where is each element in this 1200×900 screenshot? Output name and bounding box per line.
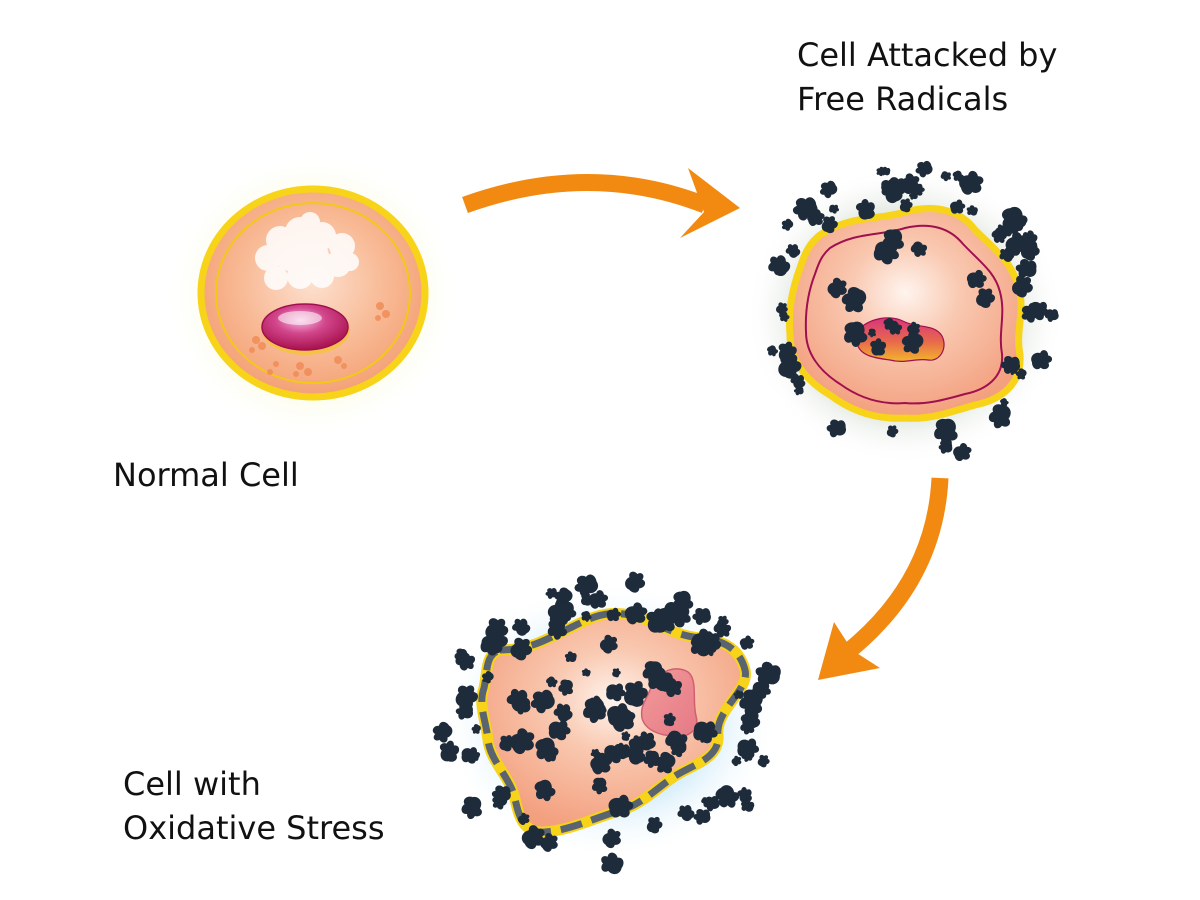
normal-cell: [165, 150, 461, 440]
organelle-cluster: [255, 212, 359, 290]
label-stress-line1: Cell with: [123, 765, 261, 803]
attacked-cell-membrane: [786, 205, 1025, 422]
label-stress-line2: Oxidative Stress: [123, 809, 385, 847]
label-stressed-cell: Cell with Oxidative Stress: [123, 762, 385, 850]
arrow-down-icon: [818, 477, 949, 680]
arrow-right-icon: [462, 168, 740, 238]
free-radical-icon: [460, 796, 484, 820]
normal-cell-membrane: [197, 185, 429, 401]
mitochondria: [249, 302, 390, 377]
label-attacked-line1: Cell Attacked by: [797, 36, 1058, 74]
attacked-cell: [745, 165, 1065, 465]
label-attacked-cell: Cell Attacked by Free Radicals: [797, 33, 1057, 121]
label-normal-cell: Normal Cell: [113, 456, 299, 494]
label-attacked-line2: Free Radicals: [797, 80, 1009, 118]
